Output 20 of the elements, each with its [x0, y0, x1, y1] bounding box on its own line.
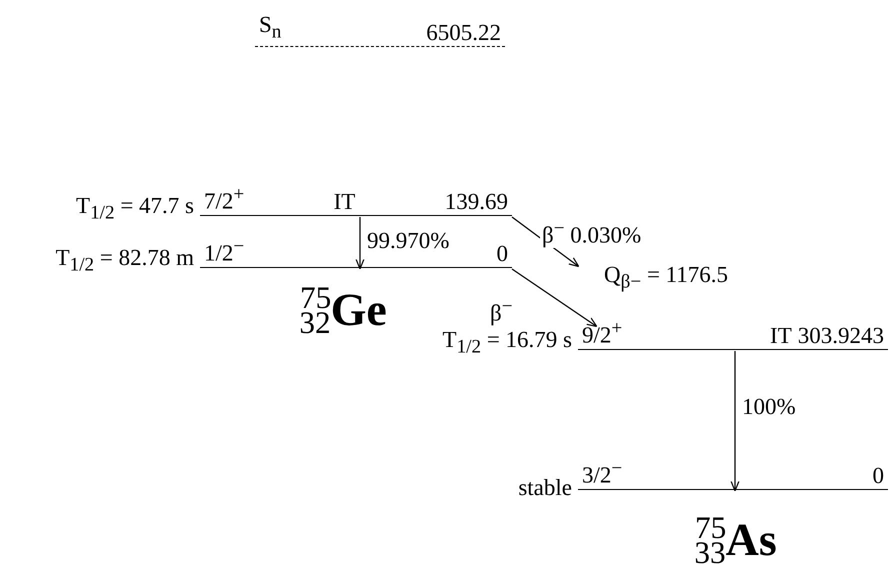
half-life-label: T$_{1/2}$ = 47.7 s	[76, 193, 194, 226]
transition-arrow	[730, 351, 740, 492]
energy-value: 303.9243	[798, 323, 884, 349]
energy-value: 139.69	[444, 189, 508, 215]
spin-parity-label: 1/2$^{−}$	[204, 235, 244, 267]
spin-parity-label: 9/2$^{+}$	[582, 317, 622, 349]
q-value-label: Q$_{β−}$ = 1176.5	[604, 262, 728, 294]
transition-arrow	[512, 268, 598, 328]
spin-parity-label: 3/2$^{−}$	[582, 457, 622, 489]
separation-energy-symbol: S$_{n}$	[259, 12, 282, 45]
energy-value: 0	[872, 463, 884, 489]
half-life-label: stable	[518, 475, 572, 501]
spin-parity-label: 7/2$^{+}$	[204, 183, 244, 215]
decay-mode-label: IT	[334, 189, 356, 215]
half-life-label: T$_{1/2}$ = 16.79 s	[442, 327, 572, 360]
energy-value: 6505.22	[426, 20, 501, 46]
decay-mode-label: IT	[770, 323, 792, 349]
half-life-label: T$_{1/2}$ = 82.78 m	[56, 245, 194, 278]
energy-value: 0	[496, 241, 508, 267]
transition-arrow	[356, 217, 364, 270]
